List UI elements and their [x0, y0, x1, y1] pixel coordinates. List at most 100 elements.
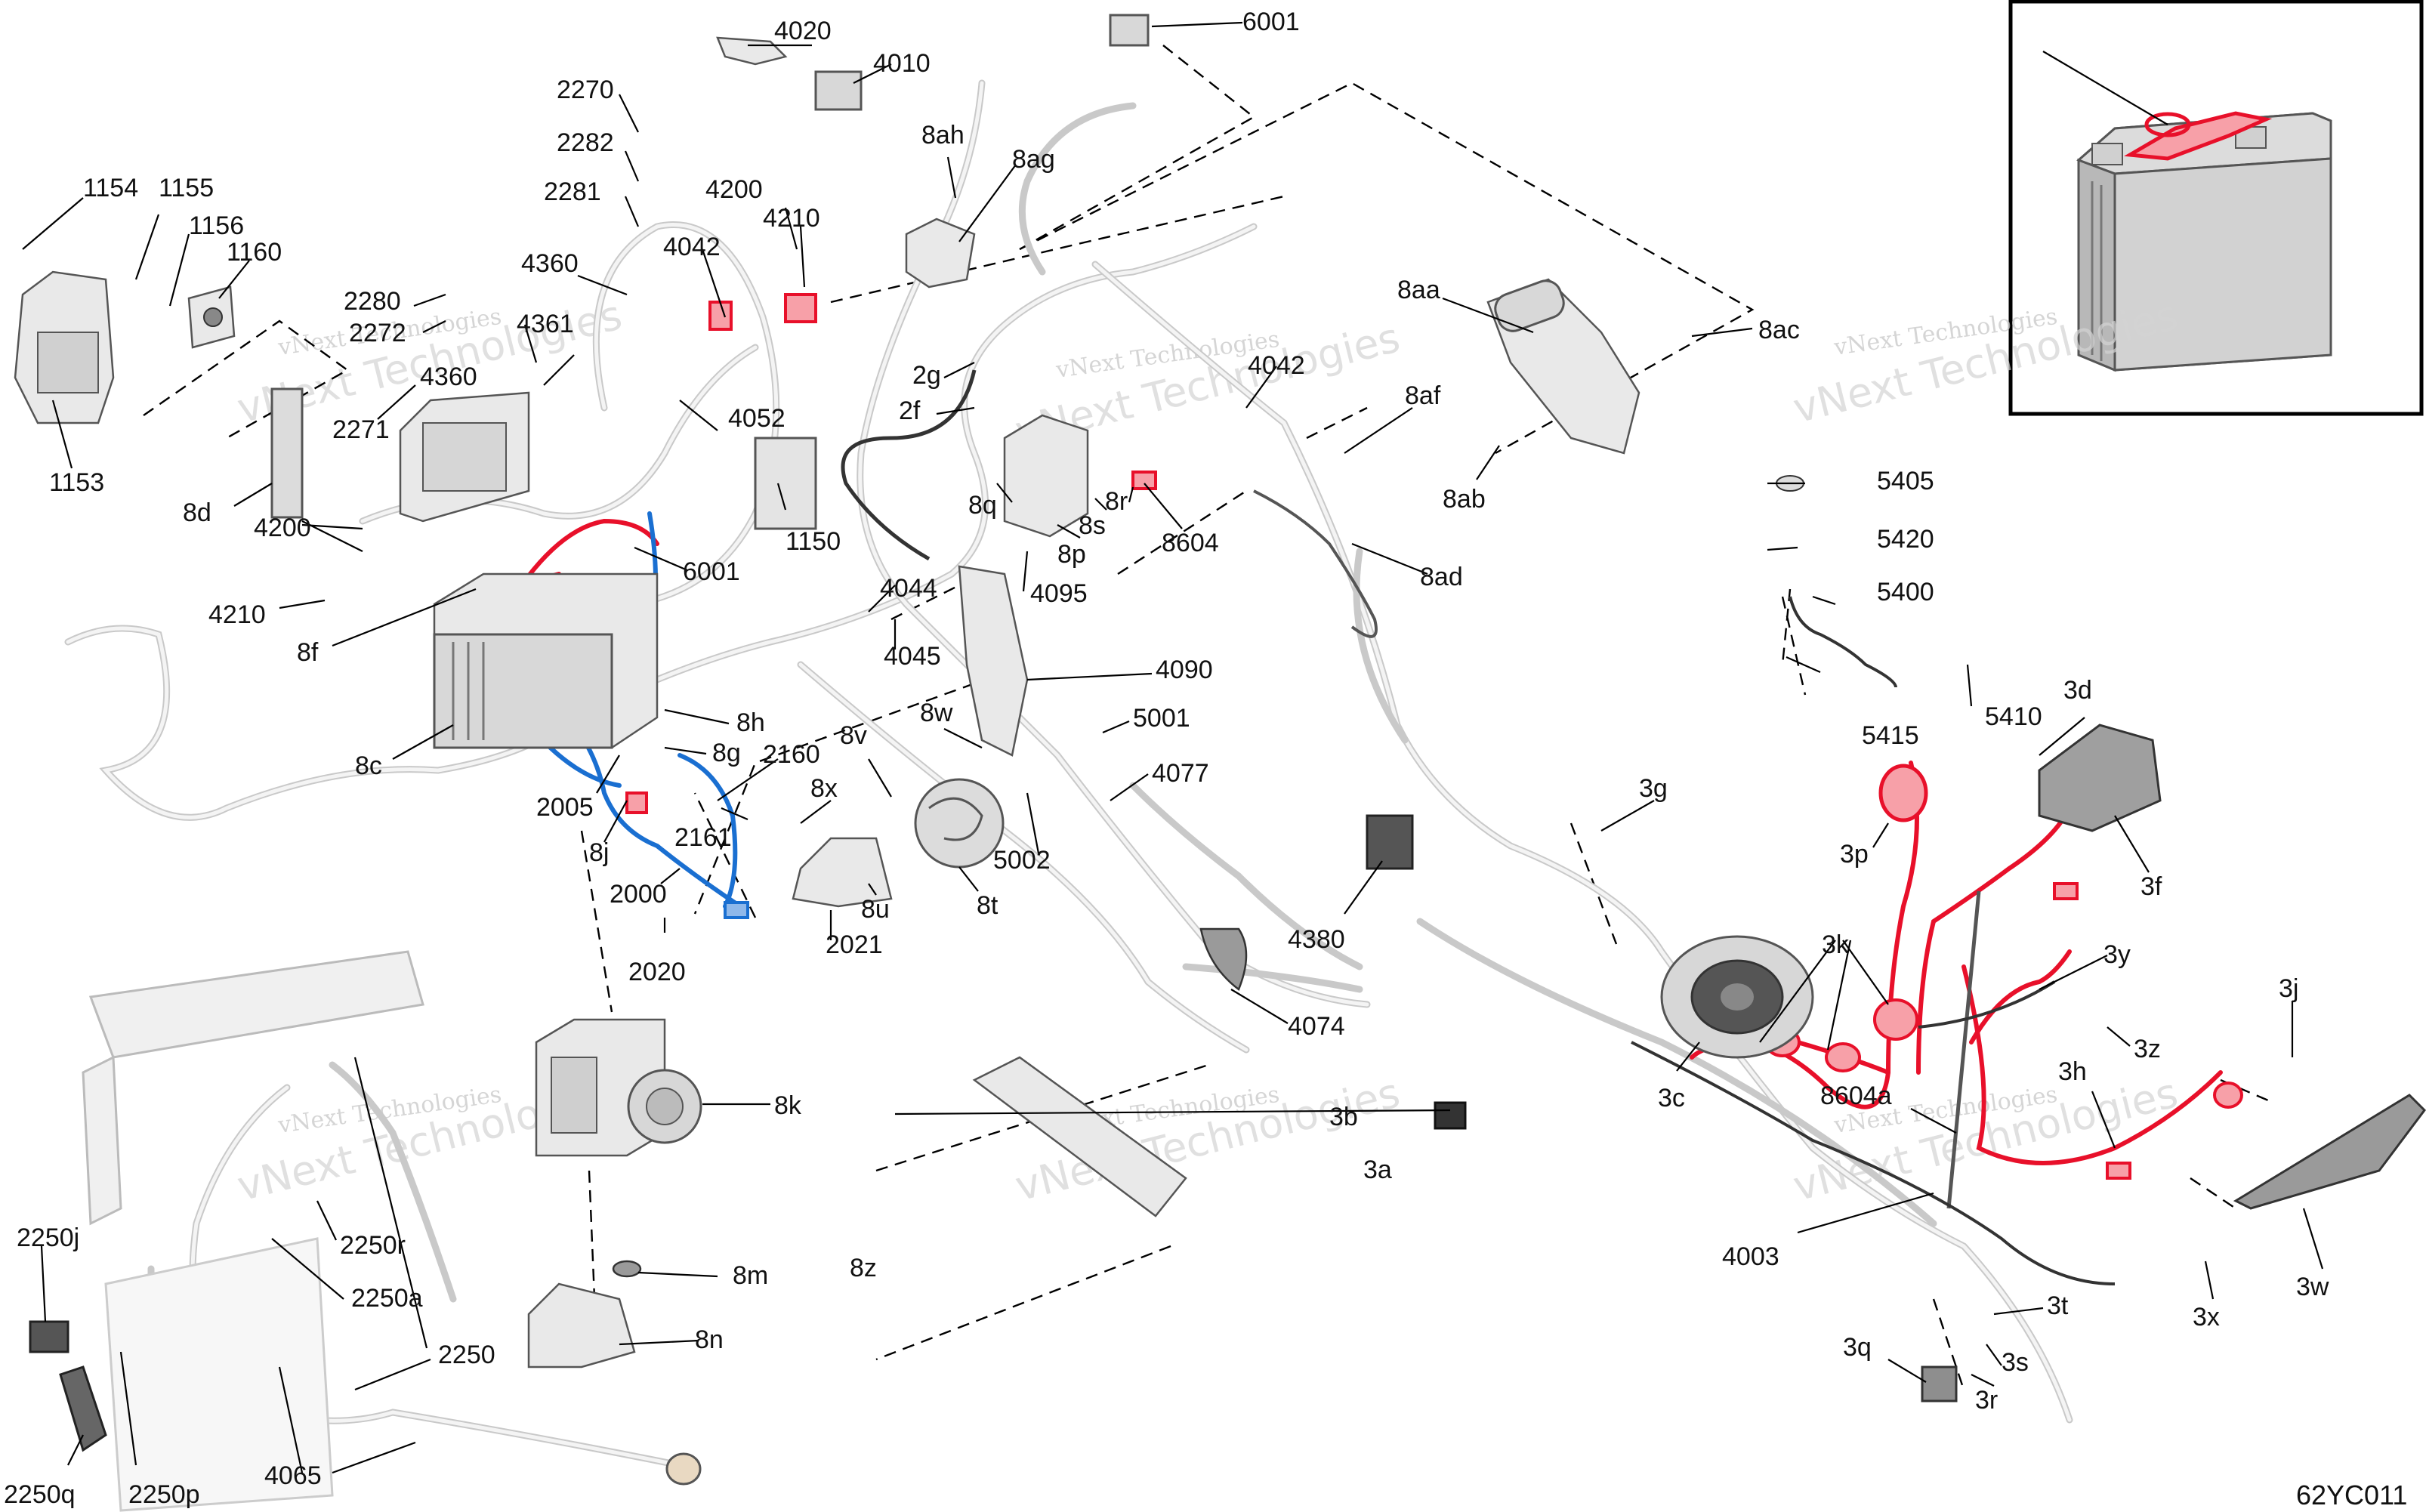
label-8r: 8r [1105, 487, 1128, 516]
label-4360-second: 4360 [420, 363, 477, 391]
label-2250a: 2250a [351, 1284, 423, 1313]
label-2161: 2161 [674, 823, 732, 852]
label-2g: 2g [912, 361, 941, 390]
part-labels: 1154 1155 1156 1160 1153 2270 2282 2281 … [4, 8, 2329, 1509]
label-5400: 5400 [1877, 578, 1934, 606]
label-8k: 8k [774, 1091, 802, 1120]
label-8d: 8d [183, 498, 211, 527]
label-1155: 1155 [159, 174, 214, 202]
label-2282: 2282 [557, 128, 614, 157]
label-4210: 4210 [763, 204, 820, 233]
label-2250r: 2250r [340, 1231, 406, 1260]
label-4200-second: 4200 [254, 514, 311, 542]
label-2020: 2020 [628, 958, 686, 986]
label-8v: 8v [840, 721, 867, 750]
label-8604: 8604 [1162, 529, 1219, 557]
label-8f: 8f [297, 638, 319, 667]
label-3c: 3c [1658, 1084, 1685, 1112]
label-2250: 2250 [438, 1341, 495, 1369]
label-2250j: 2250j [17, 1223, 79, 1252]
label-8n: 8n [695, 1325, 724, 1354]
label-2f: 2f [899, 397, 921, 425]
label-3p: 3p [1840, 840, 1869, 869]
label-4360: 4360 [521, 249, 579, 278]
label-8af: 8af [1405, 381, 1441, 410]
label-4074: 4074 [1288, 1012, 1345, 1041]
label-8h: 8h [736, 708, 765, 737]
label-4380: 4380 [1288, 925, 1345, 954]
label-4045: 4045 [884, 642, 941, 671]
label-2250q: 2250q [4, 1480, 76, 1509]
label-3g: 3g [1639, 774, 1668, 803]
battery-inset [2008, 0, 2424, 416]
label-4003: 4003 [1722, 1242, 1779, 1271]
label-8j: 8j [589, 838, 609, 867]
label-4042-second: 4042 [1248, 351, 1305, 380]
label-2160: 2160 [763, 740, 820, 769]
label-8604a: 8604a [1820, 1082, 1892, 1110]
label-5420: 5420 [1877, 525, 1934, 554]
label-4044: 4044 [880, 574, 937, 603]
label-8ab: 8ab [1443, 485, 1486, 514]
label-8aa: 8aa [1397, 276, 1440, 304]
label-3x: 3x [2193, 1303, 2220, 1331]
label-8ah: 8ah [921, 121, 965, 150]
label-3k: 3k [1822, 930, 1850, 959]
label-8u: 8u [861, 895, 890, 924]
label-2271: 2271 [332, 415, 390, 444]
label-4052: 4052 [728, 404, 786, 433]
label-5410: 5410 [1985, 702, 2042, 731]
label-8w: 8w [920, 699, 953, 727]
label-3h: 3h [2058, 1057, 2087, 1086]
label-8m: 8m [733, 1261, 768, 1290]
diagram-code: 62YC011 [2296, 1480, 2407, 1510]
label-4361: 4361 [517, 310, 574, 338]
label-4020: 4020 [774, 17, 832, 45]
label-1154: 1154 [83, 174, 138, 202]
label-5415: 5415 [1862, 721, 1919, 750]
label-2281: 2281 [544, 177, 601, 206]
label-2280: 2280 [344, 287, 401, 316]
label-8t: 8t [977, 891, 998, 920]
label-8q: 8q [968, 491, 997, 520]
label-5405: 5405 [1877, 467, 1934, 495]
label-3y: 3y [2103, 940, 2131, 969]
label-4200: 4200 [705, 175, 763, 204]
label-4010: 4010 [873, 49, 931, 78]
label-8ag: 8ag [1012, 145, 1055, 174]
label-2000: 2000 [610, 880, 667, 909]
label-6001-second: 6001 [683, 557, 740, 586]
label-5001: 5001 [1133, 704, 1190, 733]
label-8s: 8s [1079, 511, 1106, 540]
label-5002: 5002 [993, 846, 1051, 875]
label-3t: 3t [2047, 1291, 2069, 1320]
label-2250p: 2250p [128, 1480, 200, 1509]
label-8ac: 8ac [1758, 316, 1800, 344]
label-3q: 3q [1843, 1333, 1872, 1362]
label-2272: 2272 [349, 319, 406, 347]
label-3w: 3w [2296, 1273, 2329, 1301]
label-2270: 2270 [557, 76, 614, 104]
label-3z: 3z [2134, 1035, 2161, 1063]
leader-lines [22, 21, 2324, 1474]
label-2021: 2021 [826, 930, 883, 959]
label-1156: 1156 [189, 211, 244, 240]
label-4077: 4077 [1152, 759, 1209, 788]
label-1153: 1153 [49, 468, 104, 497]
label-3s: 3s [2002, 1348, 2029, 1377]
label-3b: 3b [1329, 1103, 1358, 1131]
label-1150: 1150 [786, 527, 841, 556]
label-3d: 3d [2063, 676, 2092, 705]
label-8x: 8x [810, 774, 838, 803]
label-4042: 4042 [663, 233, 721, 261]
components [14, 14, 2426, 1512]
label-8p: 8p [1057, 540, 1086, 569]
label-4090: 4090 [1156, 656, 1213, 684]
label-4210-second: 4210 [208, 600, 266, 629]
label-3f: 3f [2140, 872, 2162, 901]
label-4065: 4065 [264, 1461, 322, 1490]
label-8z: 8z [850, 1254, 877, 1282]
label-3a: 3a [1363, 1156, 1392, 1184]
label-2005: 2005 [536, 793, 594, 822]
